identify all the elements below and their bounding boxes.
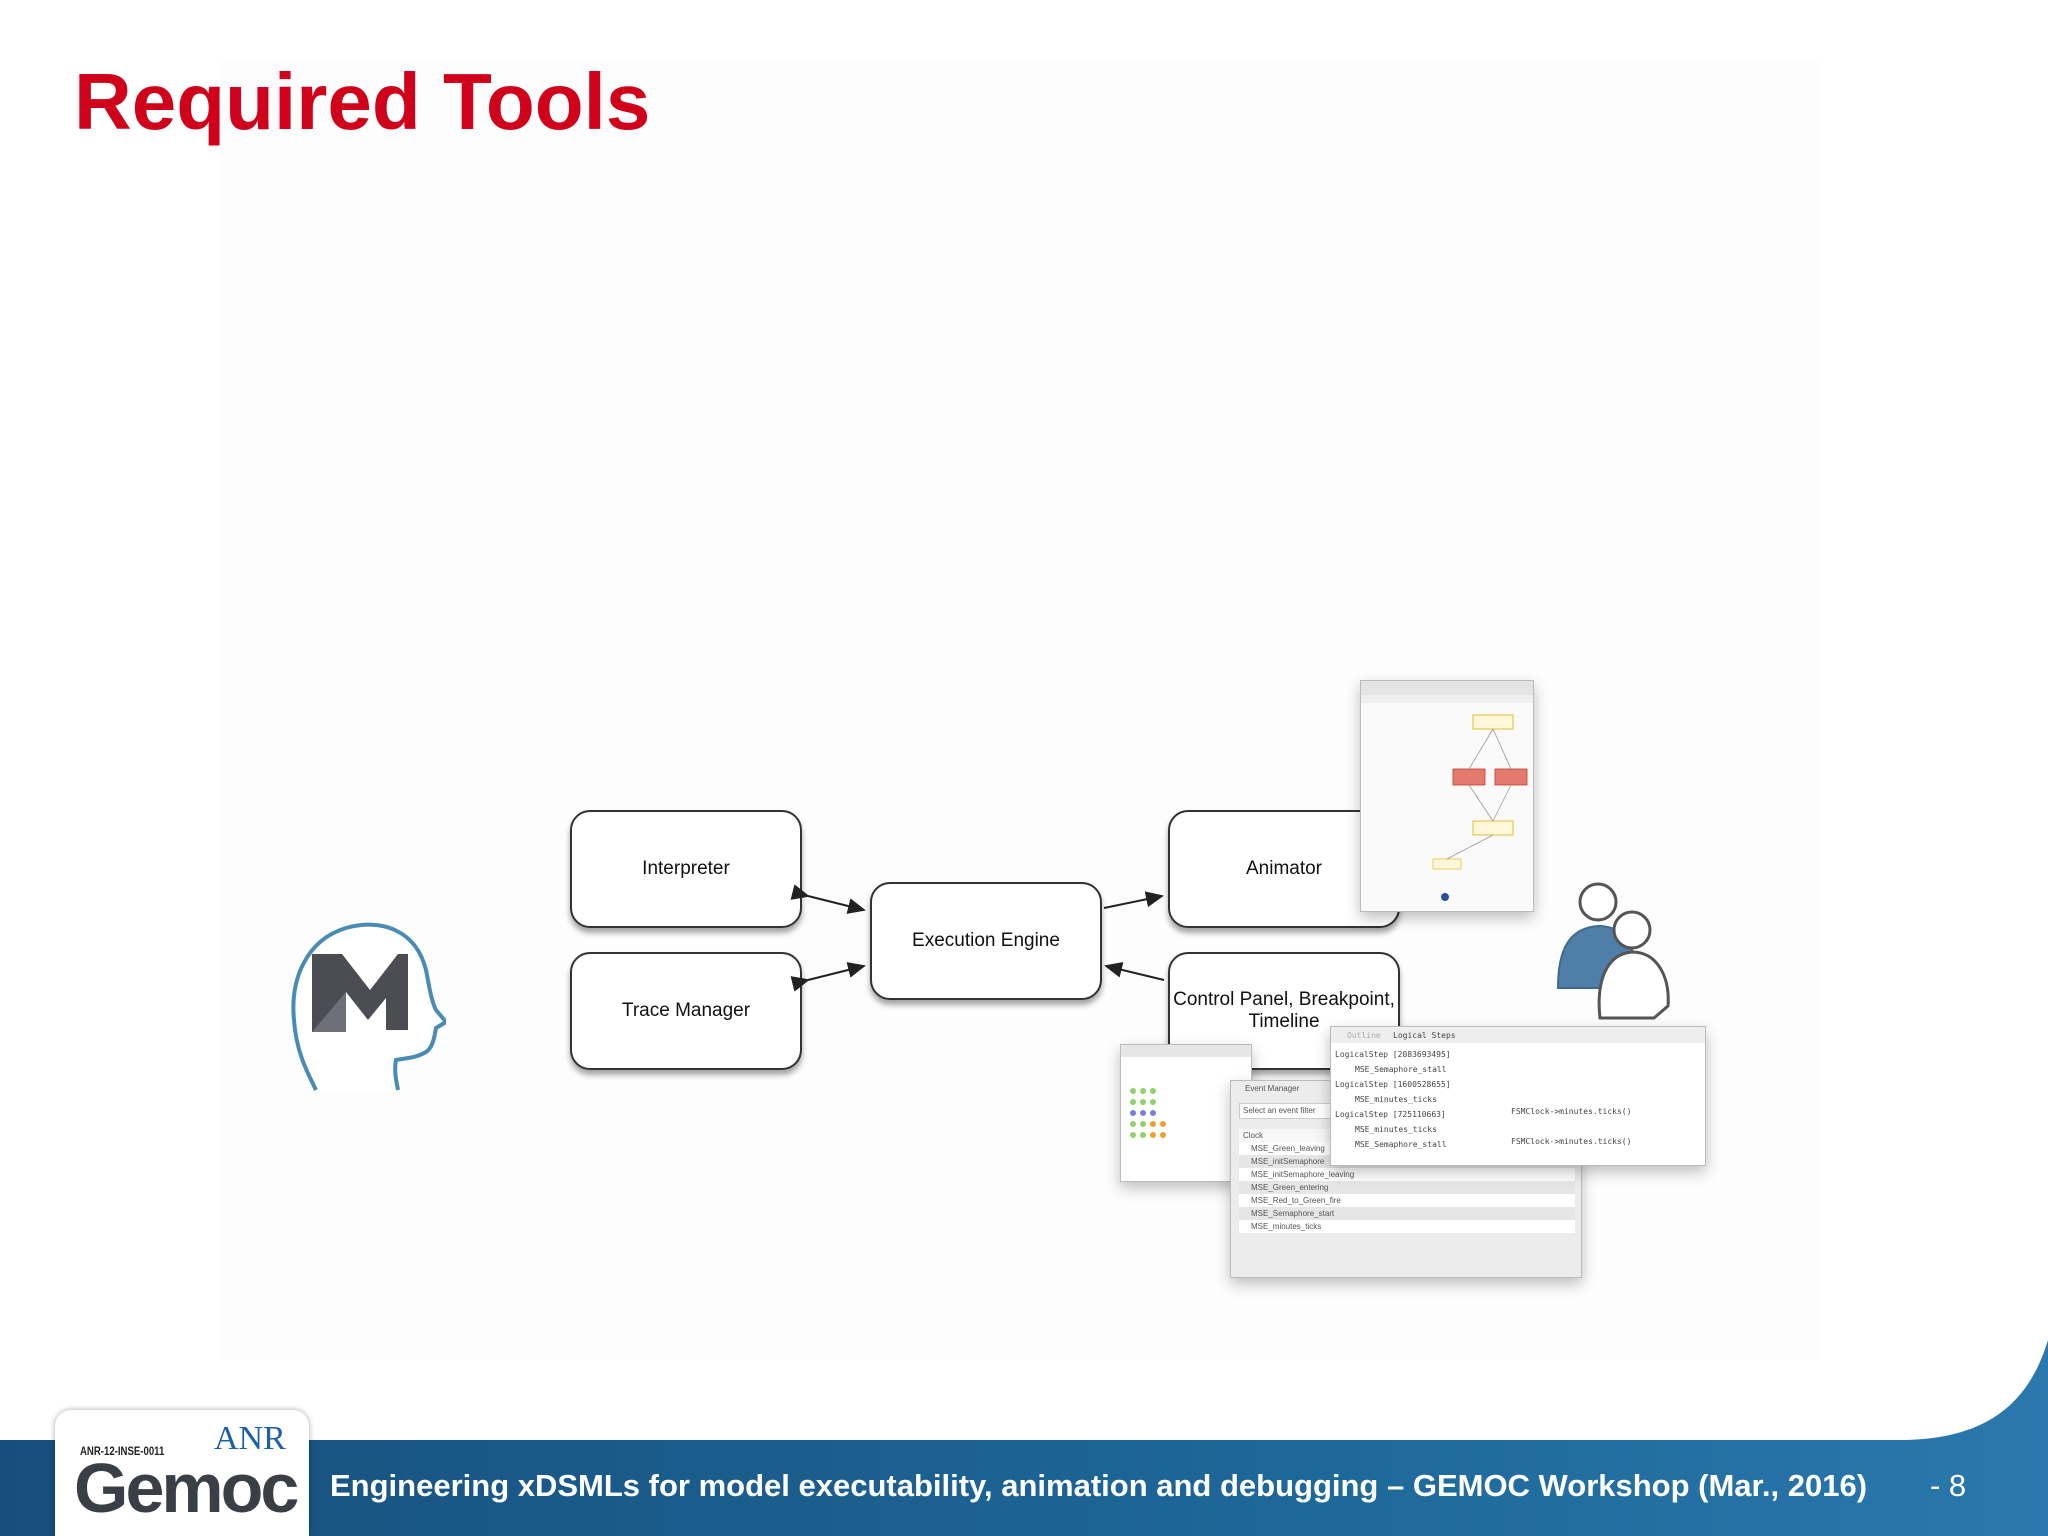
- modeler-head-icon: [291, 922, 446, 1091]
- logical-steps-screenshot: Outline Logical Steps LogicalStep [20836…: [1330, 1026, 1706, 1166]
- event-filter-placeholder: Select an event filter: [1243, 1106, 1316, 1115]
- arrow-trace-engine: [790, 962, 866, 992]
- logical-steps-tree[interactable]: LogicalStep [2083693495] MSE_Semaphore_s…: [1335, 1047, 1451, 1152]
- table-row[interactable]: LogicalStep [725110663]: [1335, 1110, 1446, 1119]
- interpreter-label: Interpreter: [642, 858, 730, 880]
- gemoc-logo: [55, 1410, 309, 1536]
- step-detail: FSMClock->minutes.ticks(): [1511, 1107, 1632, 1116]
- control-panel-label: Control Panel, Breakpoint, Timeline: [1173, 989, 1395, 1032]
- list-item[interactable]: MSE_Green_entering: [1239, 1181, 1575, 1194]
- tab-logical-steps[interactable]: Logical Steps: [1393, 1031, 1456, 1040]
- arrow-interpreter-engine: [790, 884, 866, 914]
- list-item[interactable]: MSE_Semaphore_start: [1239, 1207, 1575, 1220]
- table-row[interactable]: LogicalStep [2083693495]: [1335, 1050, 1451, 1059]
- slide-title: Required Tools: [74, 57, 651, 146]
- logo-grant-number: ANR-12-INSE-0011: [80, 1444, 165, 1458]
- table-row[interactable]: LogicalStep [1600528655]: [1335, 1080, 1451, 1089]
- arrow-engine-animator: [1103, 891, 1164, 909]
- interpreter-node: Interpreter: [570, 810, 802, 928]
- tab-outline[interactable]: Outline: [1347, 1031, 1381, 1040]
- table-row[interactable]: MSE_Semaphore_stall: [1355, 1140, 1447, 1149]
- table-row[interactable]: MSE_minutes_ticks: [1355, 1095, 1437, 1104]
- gemoc-wordmark: Gemoc: [74, 1449, 299, 1527]
- execution-engine-label: Execution Engine: [912, 930, 1060, 952]
- trace-manager-node: Trace Manager: [570, 952, 802, 1070]
- table-row[interactable]: MSE_Semaphore_stall: [1355, 1065, 1447, 1074]
- list-item[interactable]: MSE_Red_to_Green_fire: [1239, 1194, 1575, 1207]
- table-row[interactable]: MSE_minutes_ticks: [1355, 1125, 1437, 1134]
- list-item[interactable]: MSE_initSemaphore_leaving: [1239, 1168, 1575, 1181]
- animator-label: Animator: [1245, 858, 1323, 880]
- trace-manager-label: Trace Manager: [621, 1000, 751, 1022]
- arrow-control-engine: [1104, 961, 1165, 981]
- footer-text: Engineering xDSMLs for model executabili…: [330, 1468, 1868, 1503]
- timeline-grid: [1121, 1045, 1251, 1138]
- event-manager-tab[interactable]: Event Manager: [1245, 1084, 1300, 1093]
- execution-engine-node: Execution Engine: [870, 882, 1102, 1000]
- animator-screenshot: [1360, 680, 1534, 912]
- users-icon: [1556, 882, 1670, 1020]
- page-number: - 8: [1930, 1468, 1967, 1503]
- anr-logo: ANR: [214, 1420, 286, 1457]
- activity-diagram-thumbnail: [1361, 681, 1533, 901]
- list-item[interactable]: MSE_minutes_ticks: [1239, 1220, 1575, 1233]
- step-detail: FSMClock->minutes.ticks(): [1511, 1137, 1632, 1146]
